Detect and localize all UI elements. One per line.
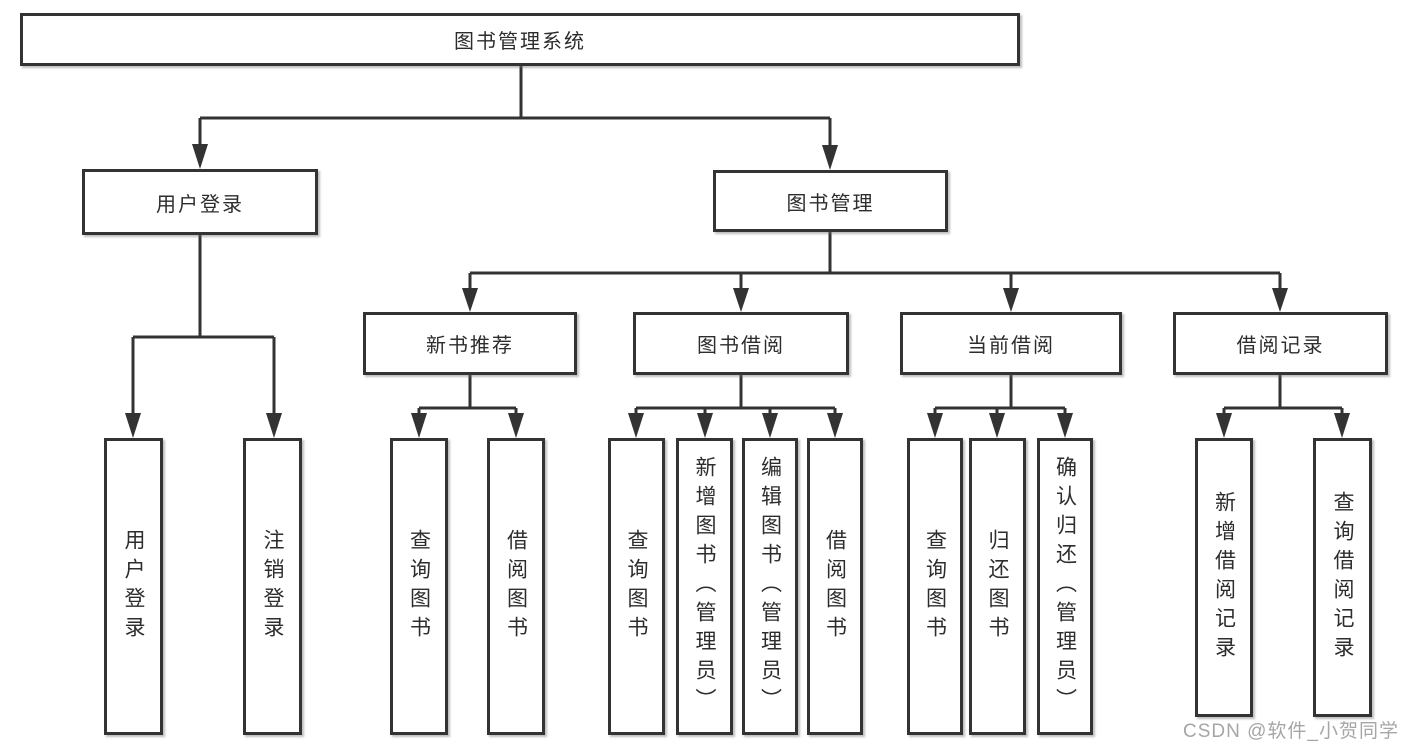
node-label: 借阅图书 <box>823 528 847 645</box>
node-label: 查询图书 <box>407 528 431 645</box>
node-label: 查询图书 <box>625 528 649 645</box>
node-leaf-user-login: 用户登录 <box>104 438 163 735</box>
node-label: 用户登录 <box>156 193 244 216</box>
arrowhead <box>266 413 282 438</box>
node-leaf-query-book-recommend: 查询图书 <box>390 438 448 735</box>
arrowhead <box>1057 413 1073 438</box>
watermark: CSDN @软件_小贺同学 <box>1183 721 1399 742</box>
arrowhead <box>411 413 427 438</box>
node-leaf-query-book-current: 查询图书 <box>907 438 963 735</box>
arrowhead <box>628 413 644 438</box>
node-label: 查询借阅记录 <box>1331 490 1355 665</box>
node-borrow-record: 借阅记录 <box>1173 312 1388 375</box>
node-leaf-logout: 注销登录 <box>243 438 302 735</box>
node-leaf-edit-book-admin: 编辑图书（管理员） <box>742 438 798 735</box>
node-label: 新增图书（管理员） <box>693 456 717 717</box>
node-leaf-return-book: 归还图书 <box>969 438 1026 735</box>
arrowhead <box>762 413 778 438</box>
arrowhead <box>1216 413 1232 438</box>
node-label: 借阅图书 <box>504 528 528 645</box>
node-label: 图书管理 <box>786 192 875 215</box>
node-label: 注销登录 <box>261 528 285 645</box>
node-label: 用户登录 <box>122 528 146 645</box>
node-label: 编辑图书（管理员） <box>758 456 782 717</box>
node-user-login: 用户登录 <box>82 169 318 235</box>
arrowhead <box>827 413 843 438</box>
node-leaf-borrow-book: 借阅图书 <box>807 438 863 735</box>
node-book-borrow: 图书借阅 <box>633 312 849 375</box>
node-leaf-borrow-book-recommend: 借阅图书 <box>487 438 545 735</box>
arrowhead <box>733 288 749 312</box>
node-label: 新增借阅记录 <box>1212 490 1236 665</box>
arrowhead <box>697 413 713 438</box>
arrowhead <box>462 288 478 312</box>
arrowhead <box>1003 288 1019 312</box>
arrowhead <box>192 144 208 169</box>
node-label: 借阅记录 <box>1236 335 1325 357</box>
arrowhead <box>125 413 141 438</box>
node-label: 确认归还（管理员） <box>1053 456 1077 717</box>
arrowhead <box>822 145 838 170</box>
node-new-book-recommend: 新书推荐 <box>363 312 577 375</box>
node-current-borrow: 当前借阅 <box>900 312 1122 375</box>
arrowhead <box>989 413 1005 438</box>
node-leaf-add-book-admin: 新增图书（管理员） <box>676 438 733 735</box>
arrowheads <box>125 144 1350 438</box>
arrowhead <box>508 413 524 438</box>
node-leaf-add-borrow-record: 新增借阅记录 <box>1195 438 1253 717</box>
node-book-management: 图书管理 <box>713 170 948 232</box>
arrowhead <box>1272 288 1288 312</box>
arrowhead <box>1334 413 1350 438</box>
node-label: 当前借阅 <box>967 335 1055 357</box>
node-leaf-confirm-return-admin: 确认归还（管理员） <box>1037 438 1093 735</box>
arrowhead <box>927 413 943 438</box>
node-label: 归还图书 <box>986 528 1010 645</box>
node-label: 查询图书 <box>923 528 947 645</box>
node-label: 图书管理系统 <box>454 31 586 53</box>
node-library-system: 图书管理系统 <box>20 13 1020 66</box>
node-label: 图书借阅 <box>697 335 785 357</box>
node-leaf-query-borrow-record: 查询借阅记录 <box>1313 438 1372 717</box>
node-leaf-query-book-borrow: 查询图书 <box>608 438 665 735</box>
node-label: 新书推荐 <box>426 335 514 357</box>
